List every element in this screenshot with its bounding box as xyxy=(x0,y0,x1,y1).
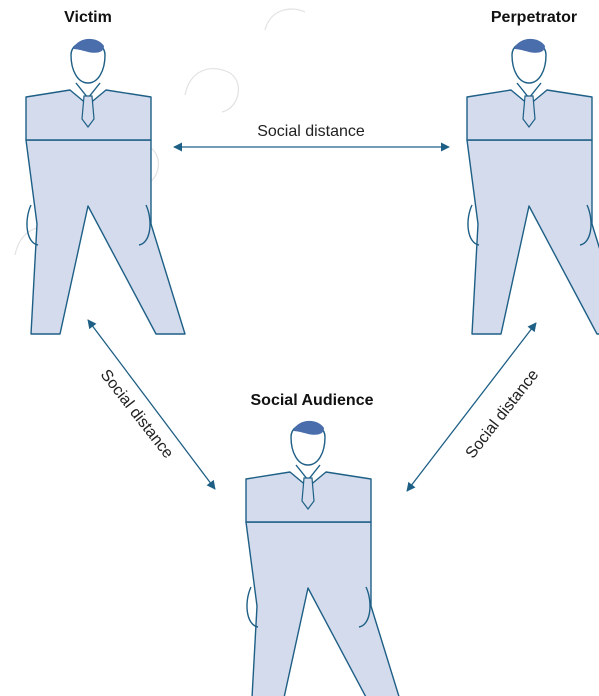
audience-figure xyxy=(245,420,406,696)
arrow-victim-audience xyxy=(87,319,216,490)
victim-label: Victim xyxy=(64,9,112,26)
perpetrator-figure xyxy=(466,38,599,335)
distance-label-victim-audience: Social distance xyxy=(97,367,177,462)
perpetrator-label: Perpetrator xyxy=(491,9,577,26)
distance-label-victim-perpetrator: Social distance xyxy=(257,123,365,140)
audience-label: Social Audience xyxy=(251,392,374,409)
distance-label-perpetrator-audience: Social distance xyxy=(463,367,543,462)
victim-figure xyxy=(25,38,186,335)
arrow-perpetrator-audience xyxy=(406,322,537,492)
